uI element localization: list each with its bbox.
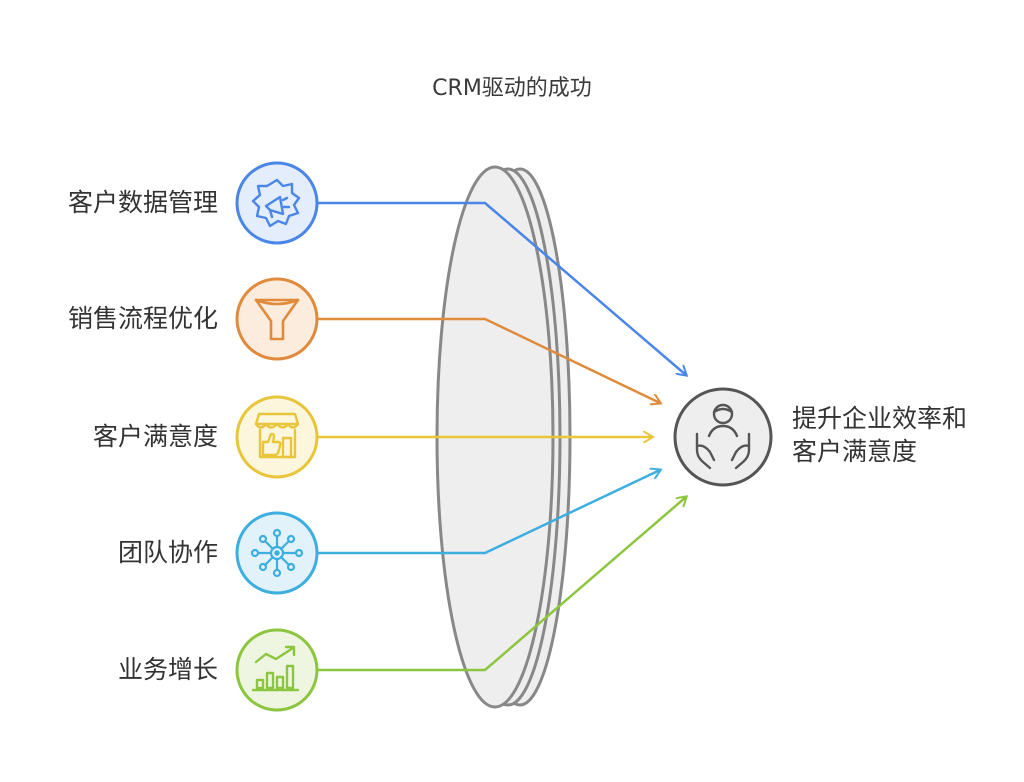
connector-growth — [318, 497, 686, 672]
input-node-sales-process — [235, 277, 319, 361]
settings-megaphone-icon — [251, 178, 301, 228]
input-node-customer-data — [235, 161, 319, 245]
output-node — [673, 387, 773, 487]
label-business-growth: 业务增长 — [117, 655, 218, 684]
label-sales-process: 销售流程优化 — [67, 304, 218, 333]
label-customer-data: 客户数据管理 — [67, 188, 218, 217]
input-node-satisfaction — [235, 395, 319, 479]
connector-customer-data — [318, 201, 686, 375]
growth-bar-chart-icon — [251, 645, 300, 692]
connectors — [318, 201, 686, 672]
diagram-title: CRM驱动的成功 — [432, 76, 592, 101]
connector-sales-process — [318, 317, 660, 403]
network-hub-icon — [250, 528, 304, 578]
label-customer-satisfaction: 客户满意度 — [92, 422, 218, 451]
connector-teamwork — [318, 470, 660, 555]
input-node-growth — [235, 628, 319, 712]
person-care-hands-icon — [695, 403, 751, 470]
input-node-teamwork — [235, 511, 319, 595]
output-label: 提升企业效率和 客户满意度 — [792, 402, 967, 468]
label-teamwork: 团队协作 — [117, 538, 218, 567]
output-label-line1: 提升企业效率和 — [792, 404, 968, 433]
output-label-line2: 客户满意度 — [792, 437, 918, 466]
storefront-thumbs-up-icon — [254, 412, 300, 459]
funnel-icon — [254, 298, 300, 341]
